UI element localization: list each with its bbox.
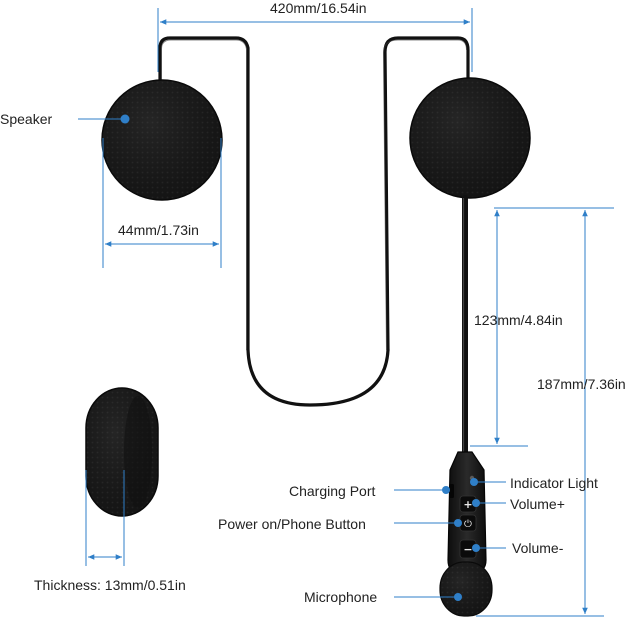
headset-cable bbox=[158, 36, 470, 407]
charging-port-label: Charging Port bbox=[289, 483, 376, 499]
charging-port-marker-dot bbox=[442, 486, 450, 494]
power-button-label: Power on/Phone Button bbox=[218, 516, 366, 532]
microphone-label: Microphone bbox=[304, 589, 378, 605]
plus-glyph-icon: + bbox=[463, 498, 472, 511]
speaker-diameter-label: 44mm/1.73in bbox=[118, 222, 199, 238]
dimension-lines bbox=[78, 8, 614, 617]
power-glyph-icon: ⏻ bbox=[464, 519, 472, 530]
volume-down-label: Volume- bbox=[512, 540, 564, 556]
speaker-marker-dot bbox=[120, 114, 130, 124]
microphone-foam bbox=[439, 561, 493, 617]
microphone-gooseneck bbox=[462, 195, 468, 458]
volume-up-marker-dot bbox=[472, 499, 480, 507]
right-speaker-pad bbox=[409, 77, 531, 199]
volume-up-label: Volume+ bbox=[510, 496, 565, 512]
power-button-marker-dot bbox=[454, 519, 462, 527]
charging-port-slot bbox=[449, 484, 454, 498]
thickness-label: Thickness: 13mm/0.51in bbox=[34, 577, 186, 593]
gooseneck-length-label: 123mm/4.84in bbox=[474, 312, 563, 328]
indicator-light-marker-dot bbox=[470, 478, 478, 486]
indicator-light-label: Indicator Light bbox=[510, 475, 598, 491]
speaker-side-view bbox=[85, 387, 159, 517]
minus-glyph-icon: − bbox=[463, 543, 472, 556]
speaker-label: Speaker bbox=[0, 111, 53, 127]
cable-width-label: 420mm/16.54in bbox=[270, 0, 367, 16]
control-unit: + ⏻ − bbox=[447, 451, 487, 573]
microphone-marker-dot bbox=[454, 593, 462, 601]
callout-dots bbox=[120, 114, 480, 601]
left-speaker-pad bbox=[101, 79, 223, 201]
volume-down-marker-dot bbox=[472, 544, 480, 552]
total-length-label: 187mm/7.36in bbox=[537, 376, 626, 392]
